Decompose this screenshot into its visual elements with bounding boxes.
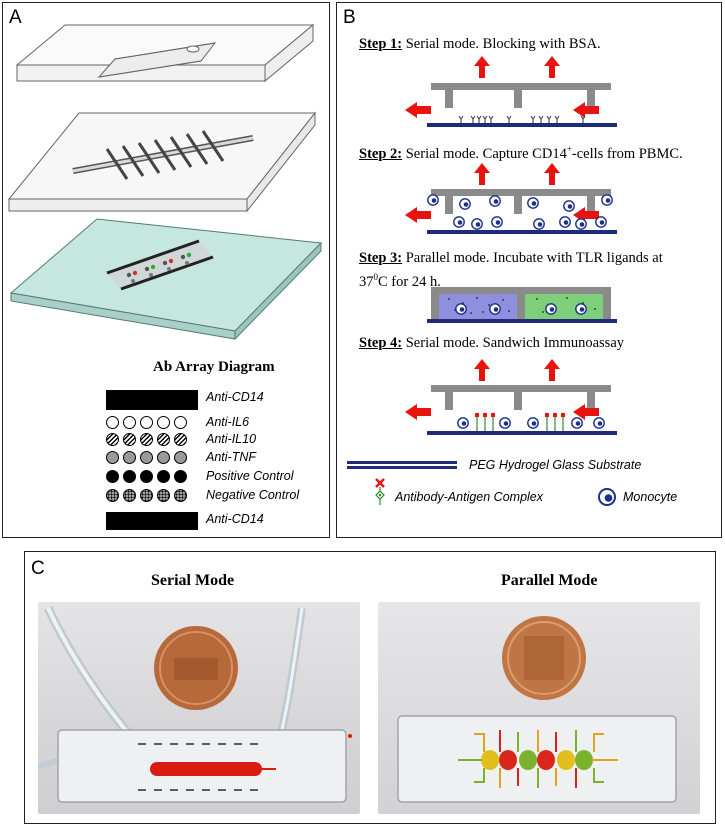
step-1-text: Step 1: Serial mode. Blocking with BSA. [359, 35, 601, 54]
ab-bar-marker [106, 512, 198, 530]
middle-channel-layer [7, 111, 317, 213]
complex-legend-label: Antibody-Antigen Complex [395, 490, 543, 504]
step-2-head: Step 2: [359, 145, 403, 162]
panel-b-label: B [343, 7, 356, 28]
step-4-arrow-up-right [544, 359, 560, 381]
parallel-device-slide [397, 715, 677, 803]
step-3-text: Step 3: Parallel mode. Incubate with TLR… [359, 249, 663, 292]
step-3-sup: 0 [373, 272, 379, 282]
exploded-device-illustration [7, 23, 323, 341]
parallel-mode-title: Parallel Mode [501, 572, 598, 589]
ab-spot [106, 451, 119, 464]
step-4-diagram [405, 359, 617, 435]
step-2-sup: + [566, 144, 572, 154]
serial-mode-title: Serial Mode [151, 572, 235, 589]
ab-spot [123, 451, 136, 464]
step-3-line2-tail: C for 24 h. [378, 273, 441, 290]
ab-spot [106, 470, 119, 483]
ab-spot [157, 470, 170, 483]
ab-array-row-label: Anti-CD14 [206, 390, 264, 404]
ab-spot [157, 451, 170, 464]
step-4-desc: Serial mode. Sandwich Immunoassay [402, 335, 624, 351]
monocyte-legend-label: Monocyte [623, 490, 678, 504]
ab-spot [157, 416, 170, 429]
step-3-diagram [427, 287, 617, 323]
ab-spot [174, 433, 187, 446]
step-3-head: Step 3: [359, 250, 403, 266]
step-4-arrow-up-left [474, 359, 490, 381]
ab-spot [106, 489, 119, 502]
step-2-text: Step 2: Serial mode. Capture CD14+-cells… [359, 140, 683, 164]
ab-bar-marker [106, 390, 198, 410]
ab-spot [123, 489, 136, 502]
ab-spot [123, 433, 136, 446]
step-1-head: Step 1: [359, 36, 403, 52]
panel-a-label: A [9, 7, 22, 28]
panel-c: C Serial Mode Parallel Mode [24, 551, 716, 824]
top-cover-layer [15, 23, 315, 83]
step-1-arrow-up-left [474, 56, 490, 78]
ab-circle-marker [106, 489, 187, 502]
ab-array-row-label: Positive Control [206, 469, 294, 483]
serial-mode-photo [38, 602, 360, 814]
ab-array-row-label: Negative Control [206, 488, 300, 502]
ab-spot [140, 489, 153, 502]
parallel-mode-photo [378, 602, 700, 814]
ab-spot [140, 433, 153, 446]
ab-array-title: Ab Array Diagram [153, 359, 275, 375]
ab-array-row-label: Anti-IL10 [206, 432, 257, 446]
step-1-arrow-up-right [544, 56, 560, 78]
ab-array-row-label: Anti-TNF [206, 450, 256, 464]
step-diagrams [347, 56, 617, 506]
ab-spot [157, 489, 170, 502]
substrate-legend-swatch [347, 461, 457, 469]
panel-c-label: C [31, 558, 45, 579]
ab-spot [123, 416, 136, 429]
ab-spot [140, 451, 153, 464]
ab-spot [140, 416, 153, 429]
step-1-arrow-left-in [405, 102, 431, 118]
ab-spot [106, 433, 119, 446]
monocyte-legend-icon [598, 488, 616, 506]
ab-spot [174, 451, 187, 464]
ab-circle-marker [106, 451, 187, 464]
step-2-tail: -cells from PBMC. [571, 145, 683, 162]
ab-spot [157, 433, 170, 446]
step-2-diagram [405, 163, 617, 234]
ab-spot [106, 416, 119, 429]
parallel-photo-drawing [397, 616, 677, 803]
ab-circle-marker [106, 433, 187, 446]
step-4-text: Step 4: Serial mode. Sandwich Immunoassa… [359, 334, 624, 353]
ab-circle-marker [106, 470, 187, 483]
glass-slide-layer [9, 218, 323, 341]
step-2-arrow-up-right [544, 163, 560, 185]
ab-spot [123, 470, 136, 483]
substrate-legend-label: PEG Hydrogel Glass Substrate [469, 458, 642, 472]
ab-array-row-label: Anti-IL6 [206, 415, 250, 429]
step-1-diagram [405, 56, 617, 127]
serial-photo-drawing [38, 606, 352, 803]
ab-spot [174, 489, 187, 502]
ab-spot [174, 416, 187, 429]
serial-red-channel [150, 762, 262, 776]
step-2-arrow-left-in [405, 207, 431, 223]
ab-spot [140, 470, 153, 483]
step-4-complexes [475, 413, 565, 431]
step-3-desc: Parallel mode. Incubate with TLR ligands… [402, 250, 663, 266]
step-3-line2: 37 [359, 273, 374, 290]
ab-circle-marker [106, 416, 187, 429]
panel-b: B Step 1: Serial mode. Blocking with BSA… [336, 2, 722, 538]
step-4-head: Step 4: [359, 335, 403, 351]
step-2-desc: Serial mode. Capture CD14 [402, 145, 567, 162]
complex-legend-icon [375, 478, 385, 505]
ab-spot [174, 470, 187, 483]
step-2-arrow-up-left [474, 163, 490, 185]
step-1-desc: Serial mode. Blocking with BSA. [402, 36, 601, 52]
step-4-arrow-left-in [405, 404, 431, 420]
ab-array-row-label: Anti-CD14 [206, 512, 264, 526]
step-1-arrow-right-in [573, 102, 599, 118]
panel-a: A [2, 2, 330, 538]
